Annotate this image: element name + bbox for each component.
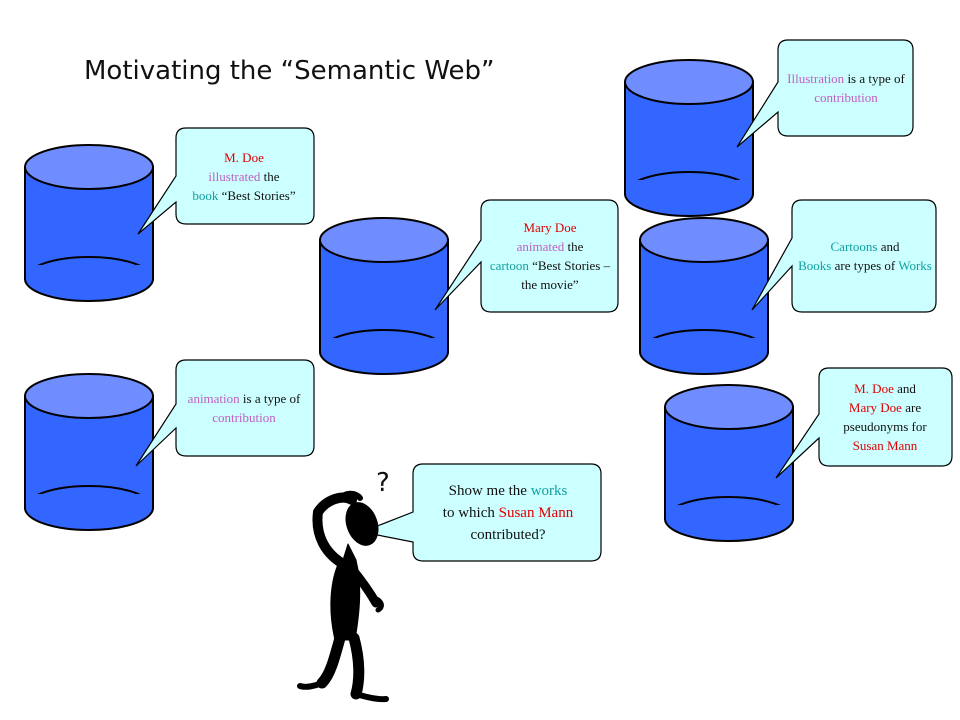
speech-bubble-4 <box>751 199 937 313</box>
database-cylinder-4 <box>639 217 769 375</box>
speech-bubble-5 <box>135 359 315 467</box>
term-works: Works <box>898 258 932 273</box>
text-the: the <box>567 239 584 254</box>
bubble-4-text: Cartoons and Books are types of Works <box>798 202 932 310</box>
question-mark-icon: ? <box>376 468 390 498</box>
text-to-which: to which <box>442 504 495 521</box>
page-title: Motivating the “Semantic Web” <box>84 56 495 86</box>
term-m-doe: M. Doe <box>854 381 894 396</box>
text-contributed: contributed? <box>470 526 546 543</box>
text-best-stories-movie: “Best Stories – the movie” <box>521 258 611 292</box>
database-cylinder-2 <box>319 217 449 375</box>
text-are-pseudonyms-for: are pseudonyms for <box>843 400 927 434</box>
term-mary-doe: Mary Doe <box>523 220 577 235</box>
database-cylinder-3 <box>624 59 754 217</box>
text-best-stories: “Best Stories” <box>221 187 296 203</box>
term-mary-doe: Mary Doe <box>848 400 902 415</box>
database-cylinder-1 <box>24 144 154 302</box>
term-animation: animation <box>187 391 240 406</box>
bubble-5-text: animation is a type of contribution <box>180 362 308 454</box>
text-and: and <box>880 239 900 254</box>
term-cartoon: cartoon <box>489 258 529 273</box>
term-m-doe: M. Doe <box>224 149 264 165</box>
term-susan-mann: Susan Mann <box>498 504 574 521</box>
term-susan-mann: Susan Mann <box>852 438 918 453</box>
text-is-a-type-of: is a type of <box>242 391 301 406</box>
speech-bubble-6 <box>775 367 953 479</box>
database-cylinder-5 <box>24 373 154 531</box>
term-illustration: Illustration <box>787 71 845 86</box>
term-works: works <box>530 482 568 499</box>
speech-bubble-2 <box>434 199 619 313</box>
text-the: the <box>263 168 280 184</box>
bubble-1-text: M. Doe illustrated the book “Best Storie… <box>180 130 308 222</box>
term-books: Books <box>798 258 832 273</box>
question-bubble <box>359 463 602 562</box>
question-bubble-text: Show me the works to which Susan Mann co… <box>418 466 598 559</box>
text-show-me-the: Show me the <box>448 482 527 499</box>
bubble-3-text: Illustration is a type of contribution <box>784 42 908 134</box>
bubble-6-text: M. Doe and Mary Doe are pseudonyms for S… <box>823 370 947 464</box>
speech-bubble-3 <box>736 39 914 148</box>
bubble-2-text: Mary Doe animated the cartoon “Best Stor… <box>486 202 614 310</box>
database-cylinder-6 <box>664 384 794 542</box>
term-contribution: contribution <box>212 410 276 425</box>
speech-bubble-1 <box>137 127 315 235</box>
term-book: book <box>192 187 219 203</box>
text-are-types-of: are types of <box>834 258 896 273</box>
thinking-person-icon <box>297 490 389 703</box>
term-illustrated: illustrated <box>208 168 261 184</box>
text-and: and <box>897 381 916 396</box>
term-contribution: contribution <box>814 90 878 105</box>
term-cartoons: Cartoons <box>830 239 878 254</box>
term-animated: animated <box>516 239 565 254</box>
text-is-a-type-of: is a type of <box>847 71 905 86</box>
